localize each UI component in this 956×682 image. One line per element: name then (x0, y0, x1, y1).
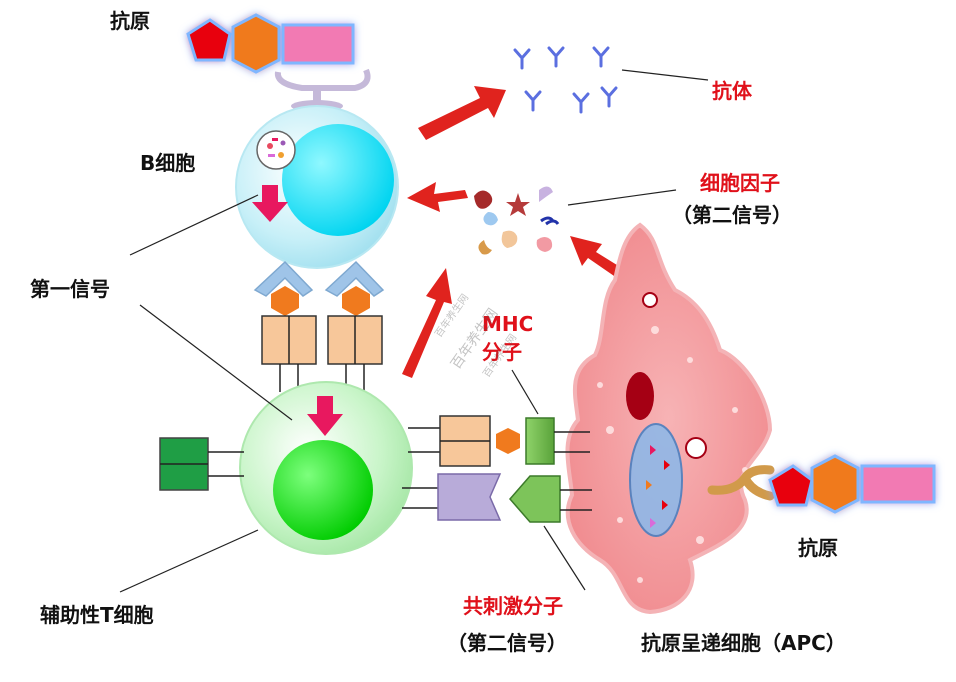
mhc-antigen-hexagon (496, 428, 520, 454)
antigen-hexagon (810, 454, 860, 514)
leader-first-signal-t (139, 304, 293, 421)
leader-t-cell (119, 529, 259, 593)
antigen-hexagon (231, 13, 281, 74)
antibody-icon (524, 90, 542, 112)
apc-nucleus (626, 372, 654, 420)
t-cell-nucleus (273, 440, 373, 540)
arrow-cytokine-to-b (407, 182, 468, 212)
label-apc: 抗原呈递细胞（APC） (641, 631, 846, 655)
leader-costim (543, 525, 586, 591)
antibody-icon (513, 48, 531, 70)
label-t-cell: 辅助性T细胞 (40, 603, 154, 627)
label-mhc: MHC (482, 312, 533, 336)
antigen-rectangle (860, 464, 936, 504)
antigen-rectangle (281, 23, 355, 65)
leader-first-signal-b (129, 194, 259, 256)
pink-arrow-b (252, 185, 288, 222)
apc-vesicle-right (685, 437, 707, 459)
antibody-icon (547, 46, 565, 68)
tcr-left (261, 315, 317, 392)
antigen-pentagon (186, 18, 232, 62)
mhc-b-cell-left (253, 260, 314, 316)
leader-mhc (511, 369, 539, 415)
antigen-pentagon (768, 464, 814, 507)
apc-cell (565, 222, 773, 615)
label-costim-note: （第二信号） (447, 631, 567, 655)
arrow-t-to-cytokine (402, 268, 452, 378)
antibodies (513, 46, 618, 114)
apc-receptor-stem (707, 465, 775, 501)
antibody-icon (600, 86, 618, 108)
antigen-right-molecule (768, 454, 936, 514)
helper-t-cell (239, 381, 413, 555)
label-first-signal: 第一信号 (30, 277, 110, 301)
tcr-right (327, 315, 383, 392)
leader-cytokine (567, 189, 677, 206)
mhc-molecule (525, 417, 590, 465)
b-cell-vesicle (256, 130, 296, 170)
apc-vesicle-top (642, 292, 658, 308)
mhc-b-cell-right (324, 260, 385, 316)
arrow-b-to-antibody (418, 86, 506, 140)
antigen-top-molecule (186, 13, 355, 74)
label-antigen-top: 抗原 (110, 9, 150, 33)
label-b-cell: B细胞 (140, 151, 195, 175)
pink-arrow-t (307, 396, 343, 436)
costim-apc-side (509, 475, 592, 523)
t-cell-left-receptor (159, 437, 244, 491)
label-mhc-molecule: 分子 (482, 340, 522, 364)
leader-antibody (621, 69, 709, 81)
label-cytokine: 细胞因子 (700, 171, 780, 195)
b-cell (235, 105, 399, 269)
label-antibody: 抗体 (712, 79, 753, 103)
antibody-icon (592, 46, 610, 68)
label-antigen-right: 抗原 (798, 536, 838, 560)
tcr-apc-side (408, 415, 491, 467)
label-cytokine-note: （第二信号） (672, 203, 792, 227)
apc-endosome (629, 423, 683, 537)
label-costim: 共刺激分子 (463, 594, 563, 618)
antibody-icon (572, 92, 590, 114)
b-cell-nucleus (282, 124, 394, 236)
arrow-apc-to-cytokine (570, 236, 625, 278)
costim-t-cell-side (402, 473, 502, 521)
cytokines (474, 186, 560, 255)
